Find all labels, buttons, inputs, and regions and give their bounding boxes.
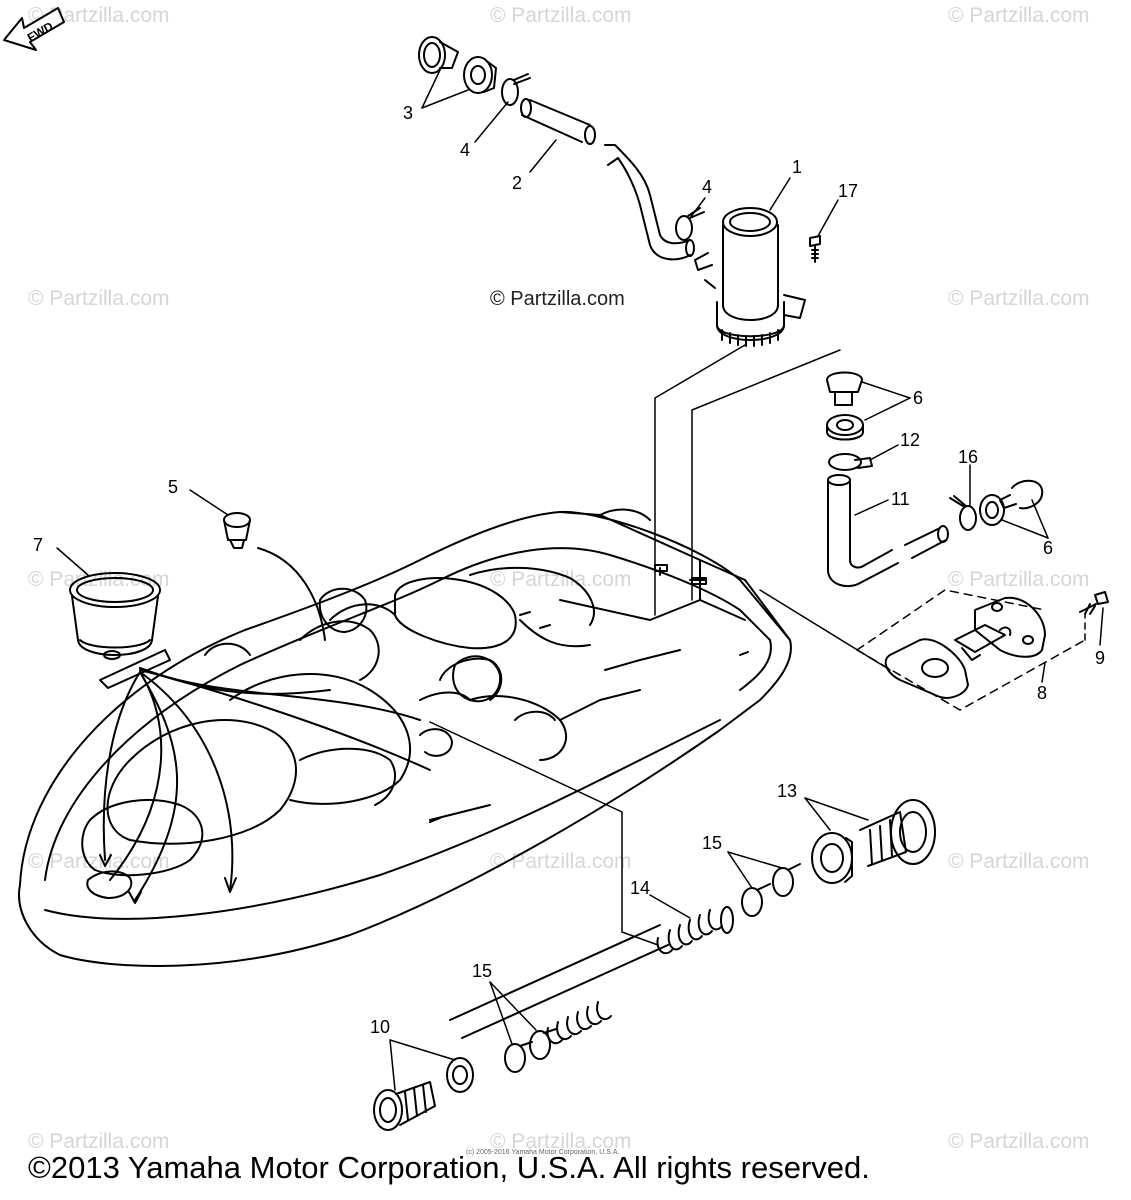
fwd-arrow-icon: FWD — [3, 7, 65, 51]
watermark: © Partzilla.com — [948, 4, 1090, 27]
callout-16: 16 — [958, 447, 979, 467]
watermark: © Partzilla.com — [490, 4, 632, 27]
callout-6: 6 — [913, 388, 924, 408]
wiring-harness — [99, 547, 431, 904]
hull-drawing — [18, 508, 792, 968]
cup-holder — [69, 572, 161, 660]
callout-15: 15 — [472, 961, 493, 981]
callout-3: 3 — [403, 103, 414, 123]
watermark: © Partzilla.com — [948, 287, 1090, 310]
callout-14: 14 — [630, 878, 651, 898]
drain-line-assembly — [373, 721, 936, 1131]
callout-17: 17 — [838, 181, 859, 201]
callout-2: 2 — [512, 173, 523, 193]
callout-1: 1 — [792, 157, 803, 177]
callout-12: 12 — [900, 430, 921, 450]
copyright-footer: ©2013 Yamaha Motor Corporation, U.S.A. A… — [28, 1150, 870, 1185]
callout-7: 7 — [33, 535, 44, 555]
callout-13: 13 — [777, 781, 798, 801]
callout-6: 6 — [1043, 538, 1054, 558]
right-hose-assembly — [826, 371, 1044, 588]
watermark: © Partzilla.com — [948, 850, 1090, 873]
watermark: © Partzilla.com — [490, 568, 632, 591]
callout-15: 15 — [702, 833, 723, 853]
callout-11: 11 — [891, 489, 910, 509]
watermark: © Partzilla.com — [28, 1130, 170, 1153]
center-watermark: © Partzilla.com — [490, 288, 625, 310]
watermark: © Partzilla.com — [948, 568, 1090, 591]
callout-4: 4 — [702, 177, 713, 197]
callout-5: 5 — [168, 477, 179, 497]
watermark: © Partzilla.com — [490, 850, 632, 873]
callout-8: 8 — [1037, 683, 1048, 703]
watermark: © Partzilla.com — [28, 850, 170, 873]
drain-plug-assembly — [856, 589, 1109, 711]
watermark: © Partzilla.com — [490, 1130, 632, 1153]
watermark: © Partzilla.com — [948, 1130, 1090, 1153]
callout-10: 10 — [370, 1017, 391, 1037]
watermark: © Partzilla.com — [28, 287, 170, 310]
top-hose-assembly — [418, 36, 705, 261]
bilge-pump — [694, 207, 821, 347]
vent-cap — [223, 512, 251, 549]
callout-leaders — [56, 69, 1104, 1091]
hose-routing-lines — [654, 344, 891, 671]
callout-4: 4 — [460, 140, 471, 160]
fine-print: (c) 2005-2016 Yamaha Motor Corporation, … — [466, 1149, 620, 1156]
callout-9: 9 — [1095, 648, 1106, 668]
